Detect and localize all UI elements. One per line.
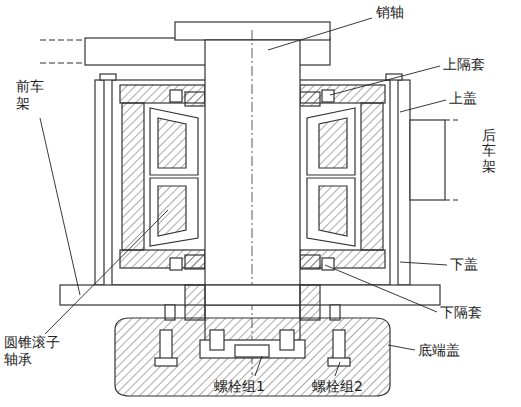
part-label: 前车架 [16,78,48,112]
part-label: 上隔套 [443,56,485,73]
leader-lines [40,18,447,376]
part-label: 下隔套 [440,304,482,321]
part-label: 销轴 [376,4,404,21]
part-label: 螺栓组1 [214,378,265,395]
part-label: 圆锥滚子 轴承 [4,334,63,368]
part-label: 底端盖 [418,342,460,359]
part-label: 上盖 [449,90,477,107]
part-label: 后车架 [482,128,496,174]
part-label: 下盖 [450,256,478,273]
part-label: 螺栓组2 [312,378,363,395]
